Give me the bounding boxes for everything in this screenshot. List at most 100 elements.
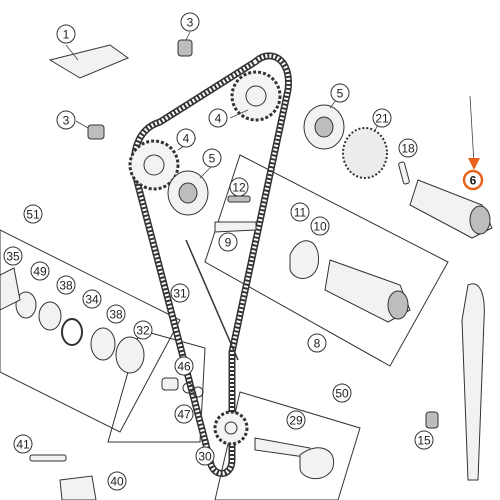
callout-label: 5 <box>209 152 216 166</box>
callout-label: 11 <box>294 206 307 220</box>
callout-label: 4 <box>183 132 190 146</box>
guide-rail-right <box>461 283 485 481</box>
crank-sprocket <box>213 410 249 446</box>
left-sprocket <box>128 139 180 191</box>
callout-c51: 51 <box>23 204 43 224</box>
callout-c1: 1 <box>56 24 76 44</box>
callout-circle <box>13 434 33 454</box>
callout-label: 8 <box>314 337 321 351</box>
callout-circle <box>286 410 306 430</box>
callout-circle <box>208 108 228 128</box>
seal-38a <box>38 301 62 331</box>
callout-circle <box>174 404 194 424</box>
callout-circle <box>398 138 418 158</box>
callout-label: 18 <box>401 142 415 156</box>
panel-46-47 <box>107 329 206 443</box>
callout-circle <box>106 304 126 324</box>
callout-c32: 32 <box>133 320 153 340</box>
callout-c15: 15 <box>414 430 434 450</box>
callout-label: 50 <box>335 387 349 401</box>
callout-circle <box>133 320 153 340</box>
callout-c4a: 4 <box>208 108 228 128</box>
callout-c11: 11 <box>290 202 310 222</box>
callout-circle <box>202 148 222 168</box>
callout-circle <box>174 356 194 376</box>
callout-circle <box>176 128 196 148</box>
clip-9 <box>214 221 257 233</box>
callout-c29: 29 <box>286 410 306 430</box>
arrow-head-icon <box>468 158 480 170</box>
crank-part-35 <box>0 267 21 311</box>
callout-c40: 40 <box>107 471 127 491</box>
callout-label: 32 <box>136 324 150 338</box>
gear-29 <box>299 447 335 480</box>
callout-c5b: 5 <box>202 148 222 168</box>
washer-49 <box>15 291 37 319</box>
callout-c6: 6 <box>462 169 484 191</box>
callout-c38a: 38 <box>56 275 76 295</box>
bracket-part <box>48 44 130 79</box>
callout-c38b: 38 <box>106 304 126 324</box>
callout-circle <box>195 446 215 466</box>
callout-circle <box>3 246 23 266</box>
callout-label: 4 <box>215 112 222 126</box>
callout-c31: 31 <box>170 283 190 303</box>
callout-c3a: 3 <box>180 12 200 32</box>
callout-label: 9 <box>225 236 232 250</box>
bolt-41 <box>29 454 67 462</box>
callout-label: 34 <box>85 293 99 307</box>
callout-circle <box>23 204 43 224</box>
callout-label: 3 <box>187 16 194 30</box>
callout-label: 10 <box>313 220 327 234</box>
callout-circle <box>229 177 249 197</box>
callout-circle <box>170 283 190 303</box>
washer-47a <box>182 382 194 394</box>
callout-c3b: 3 <box>56 110 76 130</box>
callout-circle <box>56 275 76 295</box>
callout-label: 1 <box>63 28 70 42</box>
bolt-15 <box>425 411 439 429</box>
callout-c18: 18 <box>398 138 418 158</box>
callout-c10: 10 <box>310 216 330 236</box>
panel-50 <box>214 391 361 500</box>
callout-label: 35 <box>6 250 20 264</box>
callout-circle <box>290 202 310 222</box>
tensioner-31 <box>185 239 239 361</box>
callout-label: 51 <box>26 208 40 222</box>
callout-label: 12 <box>232 181 246 195</box>
callout-label: 38 <box>109 308 123 322</box>
ring-34 <box>61 318 83 346</box>
pin-18 <box>398 161 410 185</box>
screw-12 <box>227 195 251 203</box>
callout-label: 38 <box>59 279 73 293</box>
callout-circle <box>82 289 102 309</box>
callout-c41: 41 <box>13 434 33 454</box>
seal-38b <box>90 327 116 361</box>
bearing-32 <box>115 336 145 374</box>
callout-c5a: 5 <box>330 83 350 103</box>
callout-circle <box>414 430 434 450</box>
callout-c21: 21 <box>372 108 392 128</box>
callout-c49: 49 <box>30 261 50 281</box>
callout-circle <box>218 232 238 252</box>
callout-c47: 47 <box>174 404 194 424</box>
callout-c4b: 4 <box>176 128 196 148</box>
callout-label: 6 <box>470 174 477 188</box>
callout-label: 5 <box>337 87 344 101</box>
callout-c12: 12 <box>229 177 249 197</box>
callout-circle <box>56 110 76 130</box>
callout-circle <box>372 108 392 128</box>
callout-circle <box>330 83 350 103</box>
callout-label: 40 <box>110 475 124 489</box>
upper-sprocket <box>230 70 282 122</box>
callout-label: 47 <box>177 408 191 422</box>
callout-c46: 46 <box>174 356 194 376</box>
callout-c35: 35 <box>3 246 23 266</box>
callout-circle <box>180 12 200 32</box>
callout-c9: 9 <box>218 232 238 252</box>
panel-crank-left <box>0 229 181 433</box>
callout-label: 31 <box>173 287 187 301</box>
callout-label: 3 <box>63 114 70 128</box>
callout-circle <box>462 169 484 191</box>
